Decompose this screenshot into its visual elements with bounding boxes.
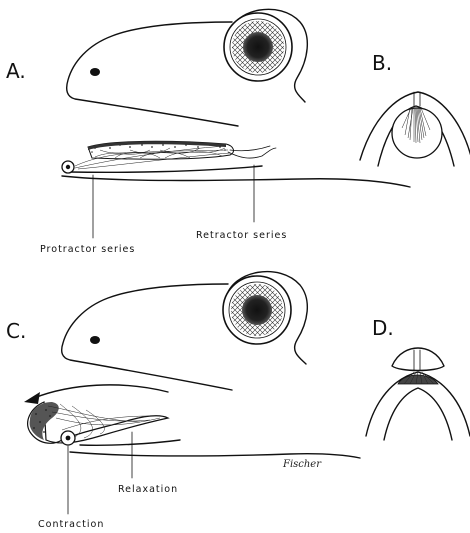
panel-d-tongue-contracted [398,375,438,384]
panel-c-arrow-head [24,392,40,404]
panel-a-retractor-band [228,148,276,158]
panel-c-letter: C. [6,319,26,343]
panel-a-nostril [90,68,100,76]
panel-d: D. [366,316,470,440]
panel-c-floor-of-mouth [80,440,180,445]
panel-c-eye [223,276,291,344]
panel-c-motion-arrow [34,385,168,398]
panel-d-inner-jaw [384,388,452,440]
panel-a-retractor-label: Retractor series [196,230,287,241]
panel-a: A. [6,9,410,255]
panel-c-nostril [90,336,100,344]
panel-a-eye [224,13,292,81]
panel-a-letter: A. [6,59,26,83]
panel-b: B. [360,51,470,166]
panel-d-upper-pad [392,348,444,371]
panel-b-tongue-pad [392,108,442,158]
panel-c-lower-jaw [70,452,360,458]
panel-c: C. [6,272,360,530]
panel-c-contraction-label: Contraction [38,519,104,530]
panel-b-letter: B. [372,51,392,75]
panel-c-head-outline [62,284,232,390]
artist-signature: Fischer [282,459,322,470]
panel-a-protractor-label: Protractor series [40,244,135,255]
panel-d-letter: D. [372,316,394,340]
panel-a-lower-jaw [62,176,410,187]
panel-c-relaxation-label: Relaxation [118,484,178,495]
